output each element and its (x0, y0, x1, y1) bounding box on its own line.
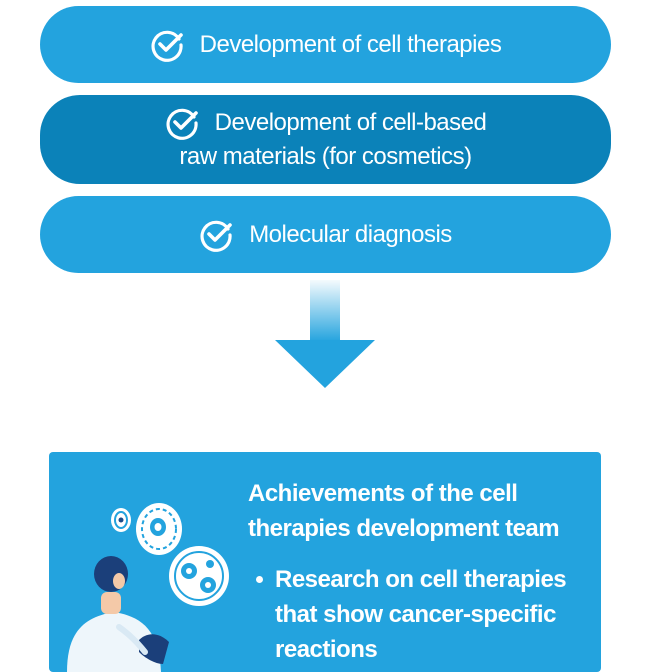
achievements-card: Achievements of the cell therapies devel… (49, 452, 601, 672)
item-label: Molecular diagnosis (249, 220, 452, 248)
item-label-line1: Development of cell-based (214, 108, 487, 136)
scientist-illustration-icon (67, 503, 229, 672)
item-cell-based-raw-materials: Development of cell-based raw materials … (40, 95, 611, 184)
item-label: Development of cell therapies (199, 30, 502, 58)
check-circle-icon (151, 30, 183, 62)
arrow-down-icon (275, 280, 375, 388)
card-title: Achievements of the cell therapies devel… (248, 480, 560, 542)
item-cell-therapies: Development of cell therapies (40, 6, 611, 83)
list-item: Research on cell therapies that show can… (254, 562, 574, 667)
item-molecular-diagnosis: Molecular diagnosis (40, 196, 611, 273)
check-circle-icon (166, 108, 198, 140)
check-circle-icon (200, 220, 232, 252)
achievements-list: Research on cell therapies that show can… (254, 562, 574, 667)
item-label-line2: raw materials (for cosmetics) (179, 142, 472, 170)
